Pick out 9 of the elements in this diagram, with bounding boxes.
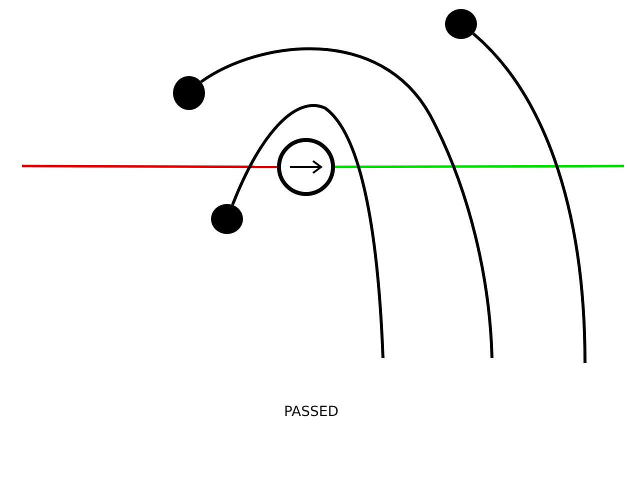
dot: [211, 204, 243, 234]
curved-line: [231, 104, 384, 358]
curved-line: [200, 47, 494, 358]
line: [22, 164, 277, 168]
line: [335, 164, 624, 168]
status-text: PASSED: [284, 404, 339, 420]
dot: [445, 9, 477, 39]
dot: [173, 76, 205, 110]
curved-line: [472, 32, 586, 364]
